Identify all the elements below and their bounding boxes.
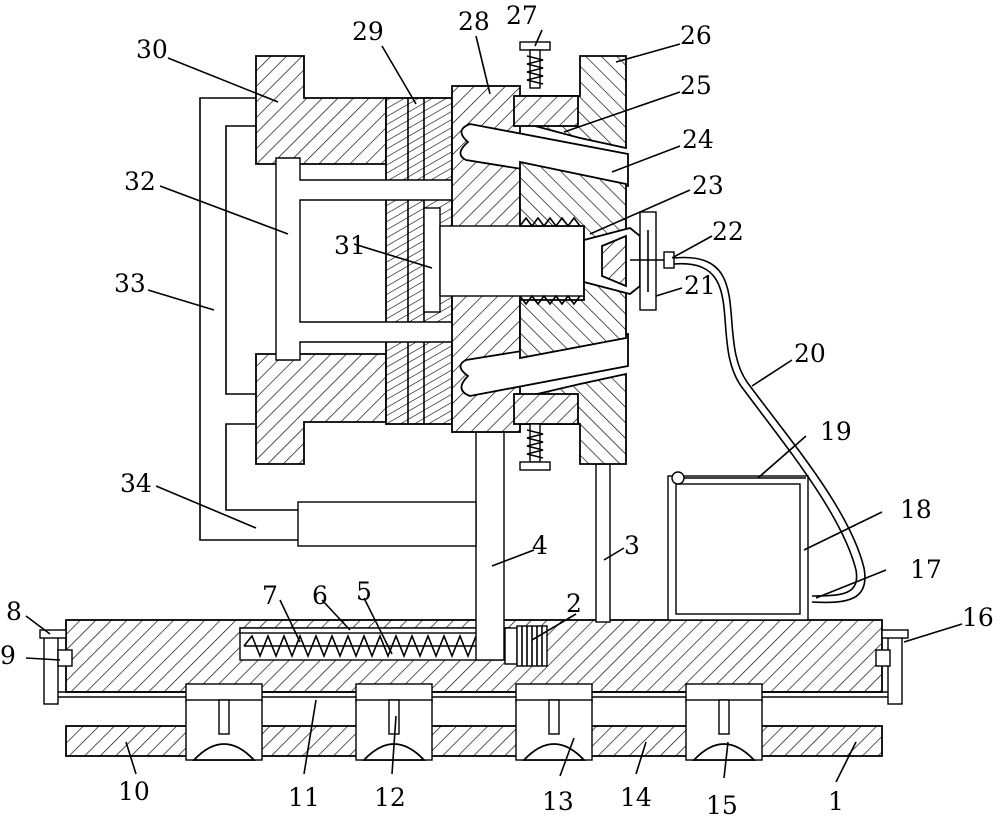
- label-32: 32: [124, 167, 156, 196]
- label-17: 17: [910, 555, 942, 584]
- leader-lines: [25, 29, 963, 783]
- motor: [504, 625, 548, 667]
- label-19: 19: [820, 417, 852, 446]
- label-28: 28: [458, 7, 490, 36]
- label-33: 33: [114, 269, 146, 298]
- label-7: 7: [262, 581, 278, 610]
- screw-channel: [239, 627, 512, 661]
- label-27: 27: [506, 1, 538, 30]
- label-24: 24: [682, 125, 714, 154]
- label-18: 18: [900, 495, 932, 524]
- label-2: 2: [566, 589, 582, 618]
- label-22: 22: [712, 217, 744, 246]
- label-15: 15: [706, 791, 738, 820]
- label-30: 30: [136, 35, 168, 64]
- label-10: 10: [118, 777, 150, 806]
- column-3: [595, 463, 611, 623]
- label-20: 20: [794, 339, 826, 368]
- label-13: 13: [542, 787, 574, 816]
- label-29: 29: [352, 17, 384, 46]
- bolt-bottom: [519, 423, 551, 471]
- label-11: 11: [288, 783, 320, 812]
- label-21: 21: [684, 271, 716, 300]
- label-12: 12: [374, 783, 406, 812]
- label-1: 1: [828, 787, 844, 816]
- lower-rail: [65, 683, 883, 761]
- label-5: 5: [356, 577, 372, 606]
- label-4: 4: [532, 531, 548, 560]
- label-26: 26: [680, 21, 712, 50]
- label-23: 23: [692, 171, 724, 200]
- label-16: 16: [962, 603, 994, 632]
- hydraulic-lines: [199, 97, 477, 547]
- label-6: 6: [312, 581, 328, 610]
- label-3: 3: [624, 531, 640, 560]
- water-pipe: [663, 251, 866, 604]
- label-34: 34: [120, 469, 152, 498]
- mold-head: [255, 55, 668, 465]
- label-25: 25: [680, 71, 712, 100]
- bolt-top: [519, 41, 551, 89]
- right-clamp: [875, 629, 909, 705]
- label-9: 9: [0, 641, 16, 670]
- label-31: 31: [334, 231, 366, 260]
- label-14: 14: [620, 783, 652, 812]
- label-8: 8: [6, 597, 22, 626]
- water-tank: [667, 471, 809, 621]
- column-4: [475, 431, 505, 661]
- left-clamp: [39, 629, 73, 705]
